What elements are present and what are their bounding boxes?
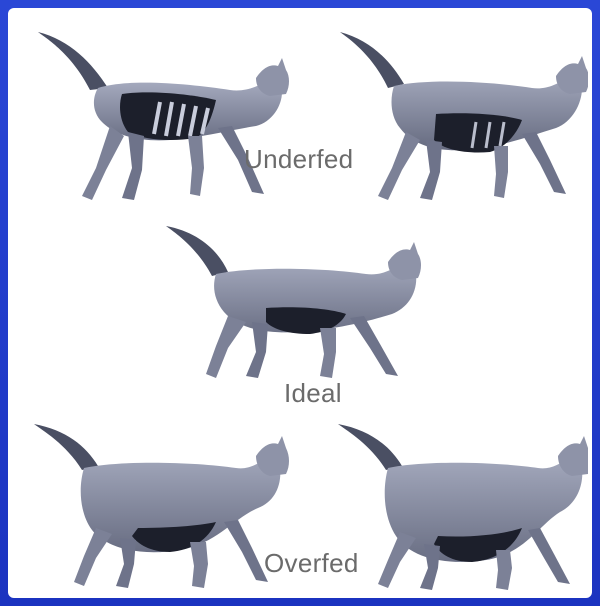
label-underfed: Underfed [244,144,353,175]
label-overfed: Overfed [264,548,359,579]
illustration-panel: Underfed Ideal [8,8,592,598]
overfed-cat-1 [20,416,290,596]
overfed-cat-2 [326,418,588,596]
label-ideal: Ideal [284,378,342,409]
underfed-cat-2 [326,22,588,208]
ideal-cat [156,218,426,390]
underfed-cat-1 [20,18,290,208]
